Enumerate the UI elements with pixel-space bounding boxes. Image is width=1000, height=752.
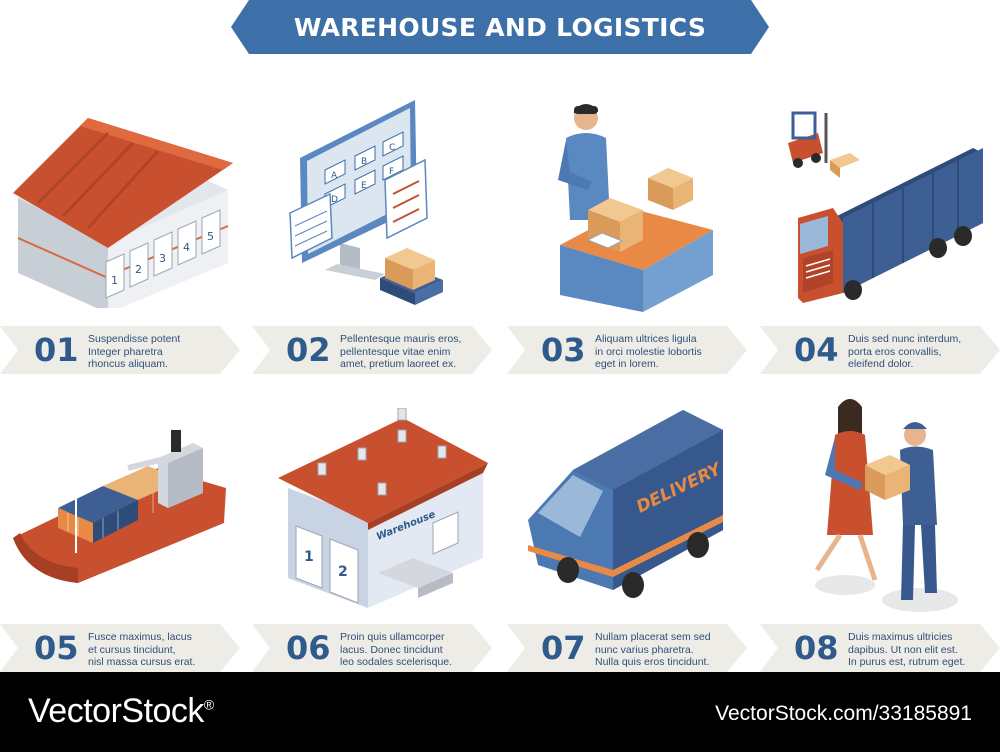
description-line: In purus est, rutrum eget. bbox=[848, 656, 966, 668]
dock-door-4: 4 bbox=[183, 241, 190, 254]
step-number: 08 bbox=[794, 629, 839, 667]
brand-name: VectorStock bbox=[28, 692, 204, 730]
shelf-cell-c: C bbox=[389, 143, 395, 153]
description-line: dapibus. Ut non elit est. bbox=[848, 643, 958, 656]
label-chevron bbox=[760, 624, 1000, 672]
watermark-footer: VectorStock® VectorStock.com/33185891 bbox=[0, 672, 1000, 752]
shelf-cell-a: A bbox=[331, 171, 338, 181]
warehouse-building-icon: 1 2 3 4 5 bbox=[13, 118, 233, 308]
step-number: 06 bbox=[286, 629, 331, 667]
step-description: Suspendisse potent Integer pharetra rhon… bbox=[88, 333, 238, 371]
description-line: Nulla quis eros tincidunt. bbox=[595, 656, 710, 668]
description-line: Aliquam ultrices ligula bbox=[595, 333, 697, 345]
step-item-05: 05 Fusce maximus, lacus et cursus tincid… bbox=[0, 624, 240, 672]
step-number: 07 bbox=[541, 629, 586, 667]
step-description: Pellentesque mauris eros, pellentesque v… bbox=[340, 333, 490, 371]
label-chevron bbox=[0, 326, 240, 374]
label-chevron bbox=[760, 326, 1000, 374]
registered-mark: ® bbox=[203, 696, 214, 713]
step-description: Fusce maximus, lacus et cursus tincidunt… bbox=[88, 631, 238, 669]
description-line: Integer pharetra bbox=[88, 345, 163, 358]
shelf-cell-d: D bbox=[331, 195, 338, 205]
step-item-07: 07 Nullam placerat sem sed nunc varius p… bbox=[507, 624, 747, 672]
shelf-cell-e: E bbox=[361, 181, 367, 191]
description-line: eget in lorem. bbox=[595, 358, 659, 370]
shelf-cell-f: F bbox=[389, 167, 394, 177]
description-line: porta eros convallis, bbox=[848, 345, 942, 358]
step-description: Duis maximus ultricies dapibus. Ut non e… bbox=[848, 631, 998, 669]
description-line: eleifend dolor. bbox=[848, 358, 914, 370]
step-description: Aliquam ultrices ligula in orci molestie… bbox=[595, 333, 745, 371]
step-item-08: 08 Duis maximus ultricies dapibus. Ut no… bbox=[760, 624, 1000, 672]
shelf-cell-b: B bbox=[361, 157, 367, 167]
description-line: lacus. Donec tincidunt bbox=[340, 643, 443, 656]
step-item-06: 06 Proin quis ullamcorper lacus. Donec t… bbox=[252, 624, 492, 672]
label-chevron bbox=[507, 624, 747, 672]
courier-handover-icon bbox=[814, 399, 958, 612]
label-chevron bbox=[252, 624, 492, 672]
dock-door-2: 2 bbox=[135, 263, 142, 276]
warehouse-house-icon: 1 2 Warehouse bbox=[278, 408, 488, 608]
step-item-01: 01 Suspendisse potent Integer pharetra r… bbox=[0, 326, 240, 374]
label-chevron bbox=[507, 326, 747, 374]
step-description: Duis sed nunc interdum, porta eros conva… bbox=[848, 333, 998, 371]
image-reference: VectorStock.com/33185891 bbox=[715, 702, 972, 725]
inventory-computer-icon: A B C D E F bbox=[289, 100, 443, 305]
description-line: Fusce maximus, lacus bbox=[88, 631, 192, 643]
delivery-van-icon: DELIVERY bbox=[528, 410, 726, 598]
description-line: nisl massa cursus erat. bbox=[88, 656, 196, 668]
step-number: 02 bbox=[286, 331, 331, 369]
step-description: Proin quis ullamcorper lacus. Donec tinc… bbox=[340, 631, 490, 669]
title-banner: WAREHOUSE AND LOGISTICS bbox=[231, 0, 769, 54]
house-door-1: 1 bbox=[304, 549, 314, 565]
cargo-ship-icon bbox=[13, 430, 226, 583]
step-number: 04 bbox=[794, 331, 839, 369]
description-line: Duis maximus ultricies bbox=[848, 631, 953, 643]
description-line: nunc varius pharetra. bbox=[595, 643, 694, 656]
description-line: Suspendisse potent bbox=[88, 333, 181, 345]
description-line: in orci molestie lobortis bbox=[595, 345, 702, 358]
step-item-03: 03 Aliquam ultrices ligula in orci moles… bbox=[507, 326, 747, 374]
label-chevron bbox=[252, 326, 492, 374]
step-item-02: 02 Pellentesque mauris eros, pellentesqu… bbox=[252, 326, 492, 374]
description-line: leo sodales scelerisque. bbox=[340, 656, 453, 668]
step-description: Nullam placerat sem sed nunc varius phar… bbox=[595, 631, 745, 669]
description-line: pellentesque vitae enim bbox=[340, 345, 451, 358]
description-line: amet, pretium laoreet ex. bbox=[340, 358, 457, 370]
step-number: 01 bbox=[34, 331, 79, 369]
description-line: Proin quis ullamcorper bbox=[340, 631, 445, 643]
description-line: Duis sed nunc interdum, bbox=[848, 333, 962, 345]
step-number: 03 bbox=[541, 331, 586, 369]
packing-worker-icon bbox=[558, 104, 713, 312]
page-title: WAREHOUSE AND LOGISTICS bbox=[293, 12, 707, 42]
step-item-04: 04 Duis sed nunc interdum, porta eros co… bbox=[760, 326, 1000, 374]
description-line: et cursus tincidunt, bbox=[88, 643, 176, 656]
dock-door-1: 1 bbox=[111, 274, 118, 287]
description-line: Pellentesque mauris eros, bbox=[340, 333, 462, 345]
step-number: 05 bbox=[34, 629, 79, 667]
description-line: Nullam placerat sem sed bbox=[595, 631, 711, 643]
description-line: rhoncus aliquam. bbox=[88, 358, 168, 370]
dock-door-5: 5 bbox=[207, 230, 214, 243]
banner-shape bbox=[231, 0, 769, 54]
label-chevron bbox=[0, 624, 240, 672]
house-door-2: 2 bbox=[338, 564, 348, 580]
truck-forklift-icon bbox=[788, 111, 983, 303]
brand-logo: VectorStock® bbox=[28, 692, 214, 731]
dock-door-3: 3 bbox=[159, 252, 166, 265]
